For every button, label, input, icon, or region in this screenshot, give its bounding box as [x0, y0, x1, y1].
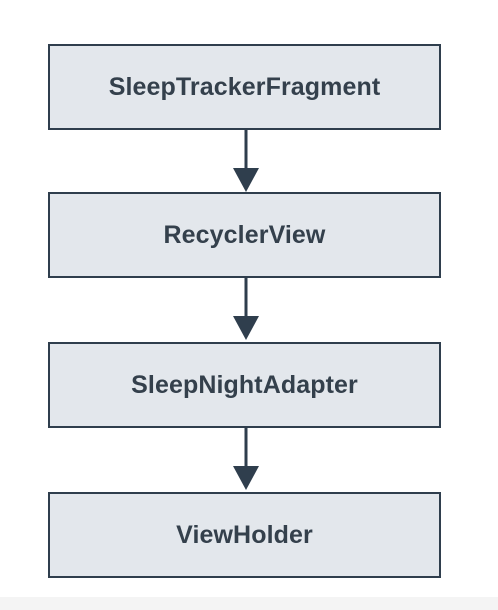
node-label: ViewHolder [176, 520, 313, 549]
arrow-down-icon [233, 278, 259, 340]
node-label: SleepTrackerFragment [108, 72, 381, 101]
node-label: SleepNightAdapter [131, 370, 358, 399]
arrow-down-icon [233, 130, 259, 192]
node-view-holder: ViewHolder [48, 492, 441, 578]
bottom-strip [0, 597, 498, 610]
node-recycler-view: RecyclerView [48, 192, 441, 278]
node-sleep-night-adapter: SleepNightAdapter [48, 342, 441, 428]
node-sleep-tracker-fragment: SleepTrackerFragment [48, 44, 441, 130]
arrow-down-icon [233, 428, 259, 490]
node-label: RecyclerView [163, 220, 326, 249]
